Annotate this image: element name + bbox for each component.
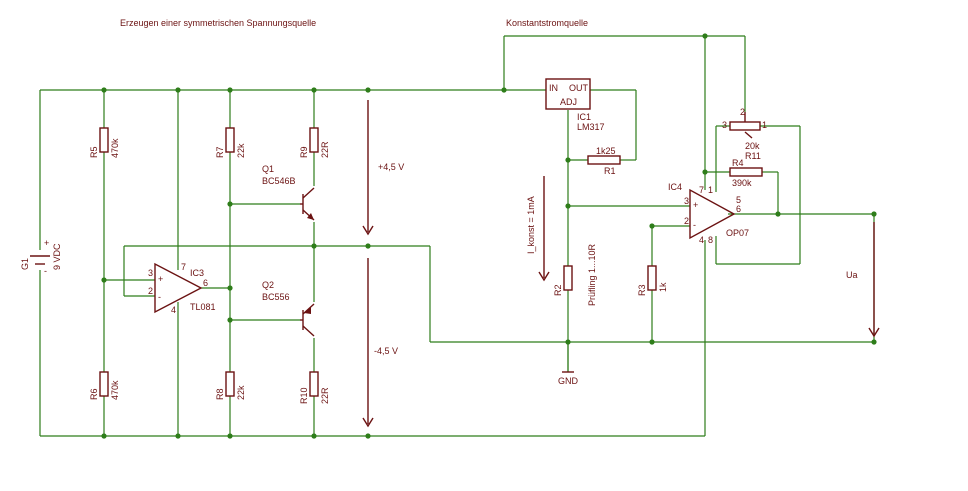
output-arrow: Ua (846, 222, 880, 338)
ic3-name: IC3 (190, 268, 204, 278)
ic1-pin-out: OUT (569, 83, 589, 93)
title-constant-current: Konstantstromquelle (506, 18, 588, 28)
r10-name: R10 (299, 387, 309, 404)
q2-name: Q2 (262, 280, 274, 290)
ic3-pin2: 2 (148, 286, 153, 296)
resistor-r10: R10 22R (299, 371, 330, 404)
transistor-q1: Q1 BC546B (262, 164, 315, 221)
r6-name: R6 (89, 388, 99, 400)
r5-value: 470k (110, 138, 120, 158)
junctions (101, 33, 877, 439)
resistor-r2: R2 Prüfling 1...10R (553, 243, 597, 306)
output-label: Ua (846, 270, 858, 280)
r11-name: R11 (745, 151, 761, 161)
ic4-pin1: 1 (708, 185, 713, 195)
ic4-pin6: 6 (736, 204, 741, 214)
ground-symbol: GND (558, 371, 579, 386)
ic1-pin-in: IN (549, 83, 558, 93)
ic4-pin8: 8 (708, 235, 713, 245)
battery-name: G1 (20, 258, 30, 270)
q1-value: BC546B (262, 176, 296, 186)
r3-name: R3 (637, 284, 647, 296)
ic1-value: LM317 (577, 122, 605, 132)
battery-g1: + - G1 9 VDC (20, 238, 62, 276)
ic4-pin7: 7 (699, 185, 704, 195)
r11-pin2: 2 (740, 107, 745, 117)
r4-name: R4 (732, 158, 744, 168)
ic4-pin5: 5 (736, 195, 741, 205)
q2-value: BC556 (262, 292, 290, 302)
resistor-r4: R4 390k (729, 158, 763, 188)
r5-name: R5 (89, 146, 99, 158)
r8-value: 22k (236, 385, 246, 400)
r11-value: 20k (745, 141, 760, 151)
title-symmetric-supply: Erzeugen einer symmetrischen Spannungsqu… (120, 18, 316, 28)
battery-minus-sign: - (44, 266, 47, 276)
ic1-pin-adj: ADJ (560, 97, 577, 107)
ic4-pin3: 3 (684, 196, 689, 206)
resistor-r5: R5 470k (89, 127, 120, 158)
r7-name: R7 (215, 146, 225, 158)
q1-name: Q1 (262, 164, 274, 174)
opamp-ic3: + - 3 2 6 7 4 IC3 TL081 (148, 262, 216, 315)
regulator-ic1: IN OUT ADJ IC1 LM317 (545, 78, 605, 132)
r9-value: 22R (320, 141, 330, 158)
ic3-pin4: 4 (171, 305, 176, 315)
resistor-r3: R3 1k (637, 265, 668, 296)
r1-value: 1k25 (596, 146, 616, 156)
ic3-minus: - (158, 292, 161, 302)
r8-name: R8 (215, 388, 225, 400)
minus-voltage-label: -4,5 V (374, 346, 398, 356)
resistor-r8: R8 22k (215, 371, 246, 400)
resistor-r1: 1k25 R1 (587, 146, 621, 176)
ic4-name: IC4 (668, 182, 682, 192)
potentiometer-r11: 2 3 1 20k R11 (722, 107, 767, 161)
battery-plus-sign: + (44, 238, 49, 248)
r10-value: 22R (320, 387, 330, 404)
voltage-arrow-minus: -4,5 V (362, 258, 398, 428)
ic3-pin7: 7 (181, 262, 186, 272)
resistor-r9: R9 22R (299, 127, 330, 158)
voltage-arrow-plus: +4,5 V (362, 100, 404, 236)
r2-value: Prüfling 1...10R (587, 243, 597, 306)
ic3-value: TL081 (190, 302, 216, 312)
r6-value: 470k (110, 380, 120, 400)
plus-voltage-label: +4,5 V (378, 162, 404, 172)
r9-name: R9 (299, 146, 309, 158)
r2-name: R2 (553, 284, 563, 296)
resistor-r7: R7 22k (215, 127, 246, 158)
resistor-r6: R6 470k (89, 371, 120, 400)
r1-name: R1 (604, 166, 616, 176)
r3-value: 1k (658, 282, 668, 292)
ic4-minus: - (693, 220, 696, 230)
transistor-q2: Q2 BC556 (262, 280, 315, 337)
ic3-pin3: 3 (148, 268, 153, 278)
ic4-pin2: 2 (684, 216, 689, 226)
ic4-plus: + (693, 200, 698, 210)
r11-pin1: 1 (762, 120, 767, 130)
r11-pin3: 3 (722, 120, 727, 130)
wires (39, 35, 875, 437)
ic4-pin4: 4 (699, 235, 704, 245)
opamp-ic4: + - 3 2 6 5 7 1 4 8 IC4 OP07 (668, 182, 749, 245)
current-arrow: I_konst = 1mA (526, 176, 550, 282)
r4-value: 390k (732, 178, 752, 188)
battery-value: 9 VDC (52, 243, 62, 270)
ic1-name: IC1 (577, 112, 591, 122)
current-label: I_konst = 1mA (526, 196, 536, 254)
ground-label: GND (558, 376, 579, 386)
ic4-value: OP07 (726, 228, 749, 238)
ic3-pin6: 6 (203, 278, 208, 288)
r7-value: 22k (236, 143, 246, 158)
ic3-plus: + (158, 274, 163, 284)
